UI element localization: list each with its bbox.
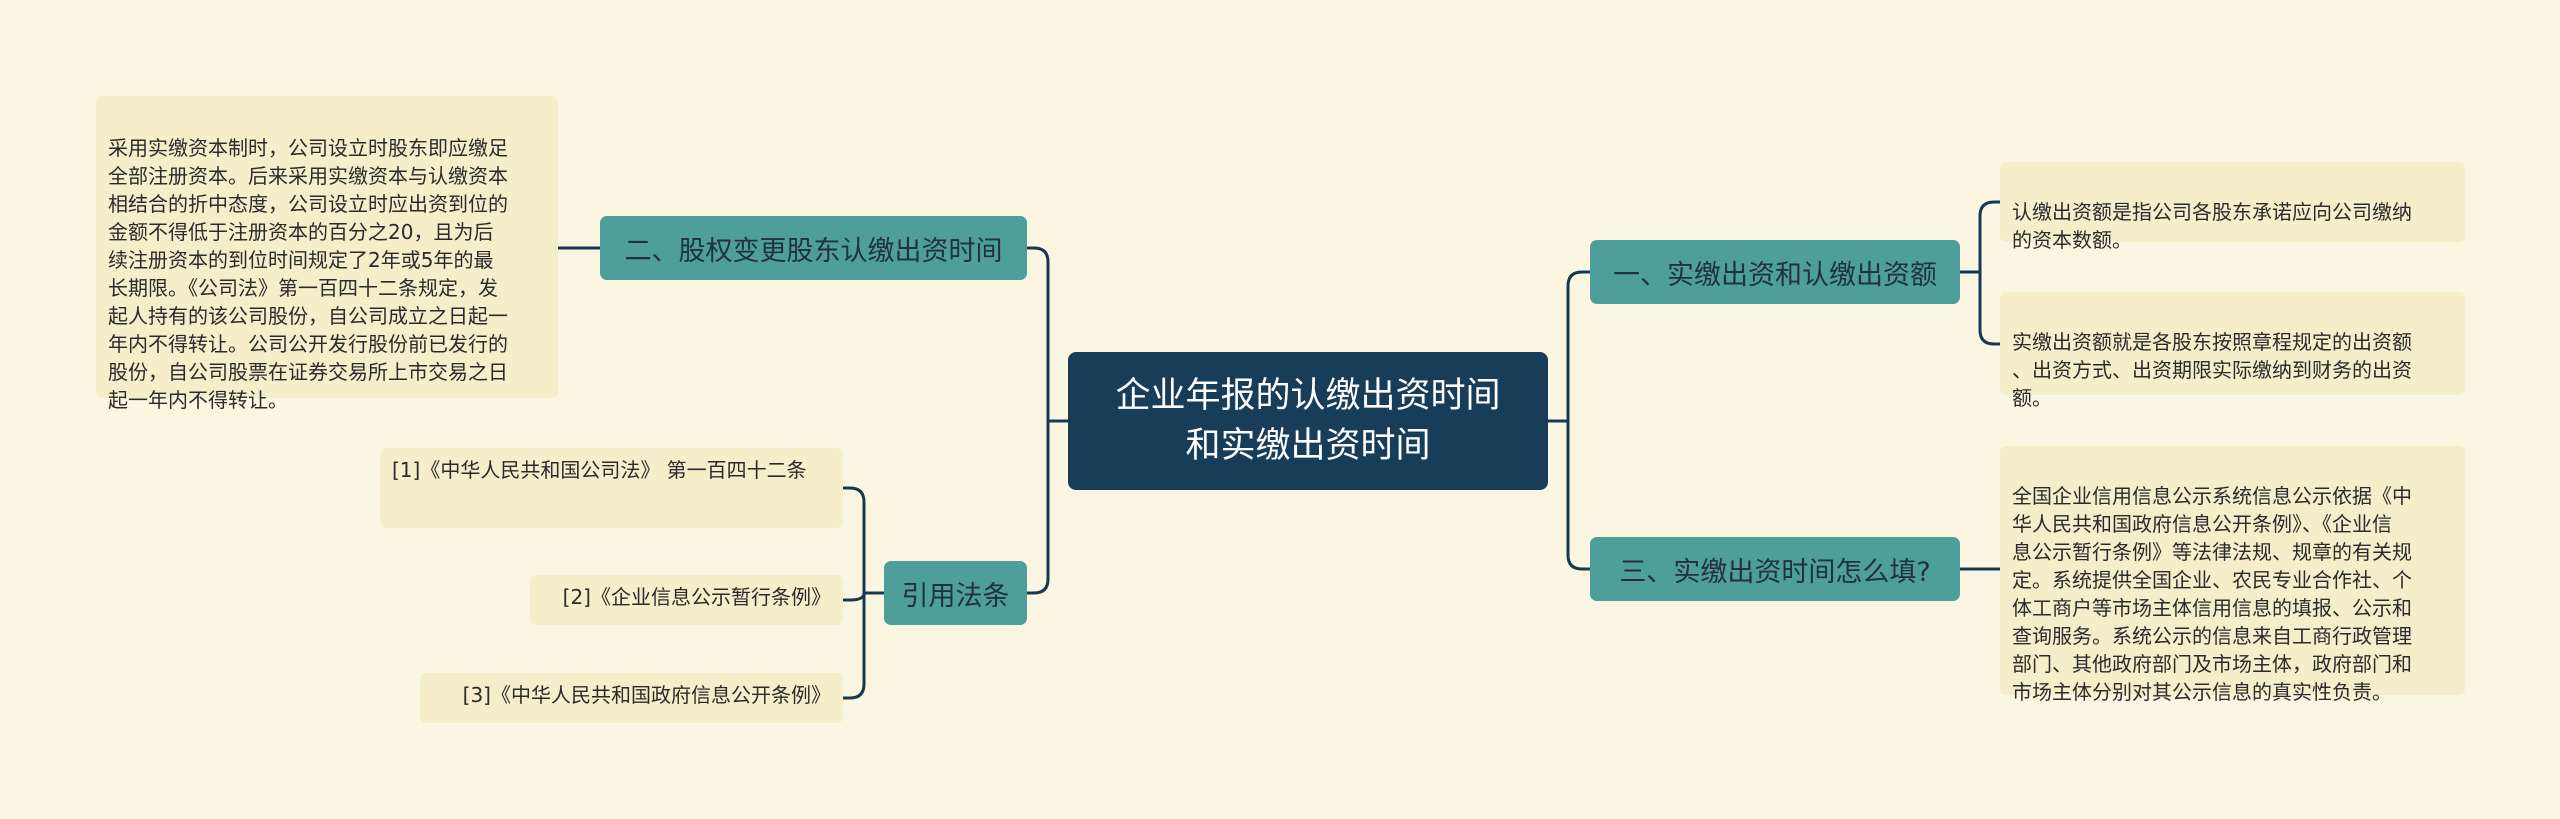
equity-change-detail-note: 采用实缴资本制时，公司设立时股东即应缴足 全部注册资本。后来采用实缴资本与认缴资… bbox=[96, 96, 558, 412]
citation-item-2: [2]《企业信息公示暂行条例》 bbox=[530, 575, 843, 625]
subscribed-capital-note: 认缴出资额是指公司各股东承诺应向公司缴纳 的资本数额。 bbox=[2000, 162, 2465, 252]
subscribed-capital-text: 认缴出资额是指公司各股东承诺应向公司缴纳 的资本数额。 bbox=[2012, 200, 2412, 252]
citation-item-3-text: [3]《中华人民共和国政府信息公开条例》 bbox=[462, 683, 831, 707]
branch-paid-vs-subscribed-label: 一、实缴出资和认缴出资额 bbox=[1613, 259, 1937, 291]
citation-item-1-text: [1]《中华人民共和国公司法》 第一百四十二条 bbox=[392, 458, 807, 482]
root-topic-title: 企业年报的认缴出资时间 和实缴出资时间 bbox=[1115, 376, 1501, 466]
connector-citations-to-item-3 bbox=[841, 591, 886, 700]
connector-paid-vs-subscribed-to-detail-2 bbox=[1958, 270, 2002, 346]
branch-equity-change[interactable]: 二、股权变更股东认缴出资时间 bbox=[600, 216, 1027, 280]
connector-citations-to-item-1 bbox=[841, 486, 886, 595]
connector-root-to-how-to-fill bbox=[1546, 419, 1592, 571]
paid-in-capital-note: 实缴出资额就是各股东按照章程规定的出资额 、出资方式、出资期限实际缴纳到财务的出… bbox=[2000, 292, 2465, 410]
how-to-fill-detail-note: 全国企业信用信息公示系统信息公示依据《中 华人民共和国政府信息公开条例》、《企业… bbox=[2000, 446, 2465, 704]
connector-paid-vs-subscribed-to-detail-1 bbox=[1958, 200, 2002, 274]
branch-paid-vs-subscribed[interactable]: 一、实缴出资和认缴出资额 bbox=[1590, 240, 1960, 304]
citation-item-3: [3]《中华人民共和国政府信息公开条例》 bbox=[420, 673, 843, 723]
branch-equity-change-label: 二、股权变更股东认缴出资时间 bbox=[624, 235, 1003, 267]
connector-root-to-equity-change bbox=[1025, 246, 1070, 423]
branch-how-to-fill-label: 三、实缴出资时间怎么填? bbox=[1619, 556, 1931, 588]
connector-root-to-paid-vs-subscribed bbox=[1546, 270, 1592, 423]
branch-citations[interactable]: 引用法条 bbox=[884, 561, 1027, 625]
root-topic[interactable]: 企业年报的认缴出资时间 和实缴出资时间 bbox=[1068, 352, 1548, 490]
how-to-fill-detail-text: 全国企业信用信息公示系统信息公示依据《中 华人民共和国政府信息公开条例》、《企业… bbox=[2012, 484, 2412, 704]
branch-citations-label: 引用法条 bbox=[901, 580, 1010, 612]
paid-in-capital-text: 实缴出资额就是各股东按照章程规定的出资额 、出资方式、出资期限实际缴纳到财务的出… bbox=[2012, 330, 2412, 410]
citation-item-1: [1]《中华人民共和国公司法》 第一百四十二条 bbox=[380, 448, 843, 528]
branch-how-to-fill[interactable]: 三、实缴出资时间怎么填? bbox=[1590, 537, 1960, 601]
equity-change-detail-text: 采用实缴资本制时，公司设立时股东即应缴足 全部注册资本。后来采用实缴资本与认缴资… bbox=[108, 136, 508, 412]
citation-item-2-text: [2]《企业信息公示暂行条例》 bbox=[562, 585, 831, 609]
connector-root-to-citations bbox=[1025, 419, 1070, 595]
